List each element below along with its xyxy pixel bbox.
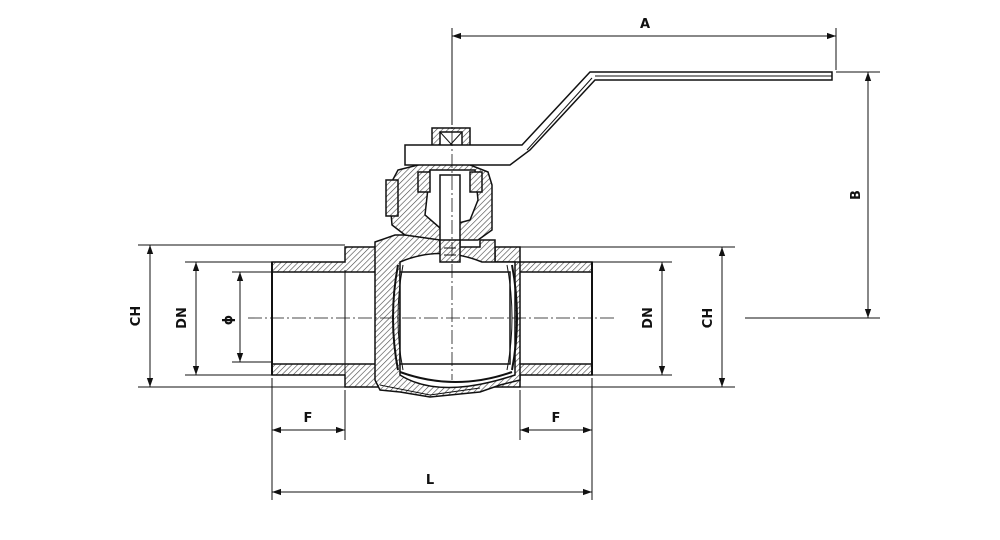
dimension-F-left: F (271, 378, 346, 440)
dimension-DN-right: DN (592, 261, 672, 376)
label-F-left: F (304, 411, 313, 426)
stem (439, 174, 461, 246)
valve-body (271, 234, 593, 398)
stop-pin (385, 179, 399, 217)
dimension-CH-right: CH (520, 246, 735, 388)
label-phi: ɸ (221, 315, 236, 325)
dimension-F-right: F (519, 378, 593, 500)
dimension-DN-left: DN (175, 261, 272, 376)
label-CH-right: CH (701, 308, 716, 328)
label-DN-left: DN (175, 307, 190, 329)
label-DN-right: DN (641, 307, 656, 329)
handle-arm (404, 71, 833, 166)
dimension-L: L (271, 440, 592, 500)
lever-handle (404, 71, 833, 166)
dimension-B: B (745, 71, 880, 319)
dimension-A: A (451, 17, 837, 125)
label-F-right: F (552, 411, 561, 426)
label-B: B (849, 190, 864, 200)
label-A: A (640, 17, 650, 32)
label-L: L (426, 473, 434, 488)
dimension-CH-left: CH (129, 244, 345, 388)
label-CH-left: CH (129, 306, 144, 326)
dimension-phi: ɸ (221, 271, 272, 363)
